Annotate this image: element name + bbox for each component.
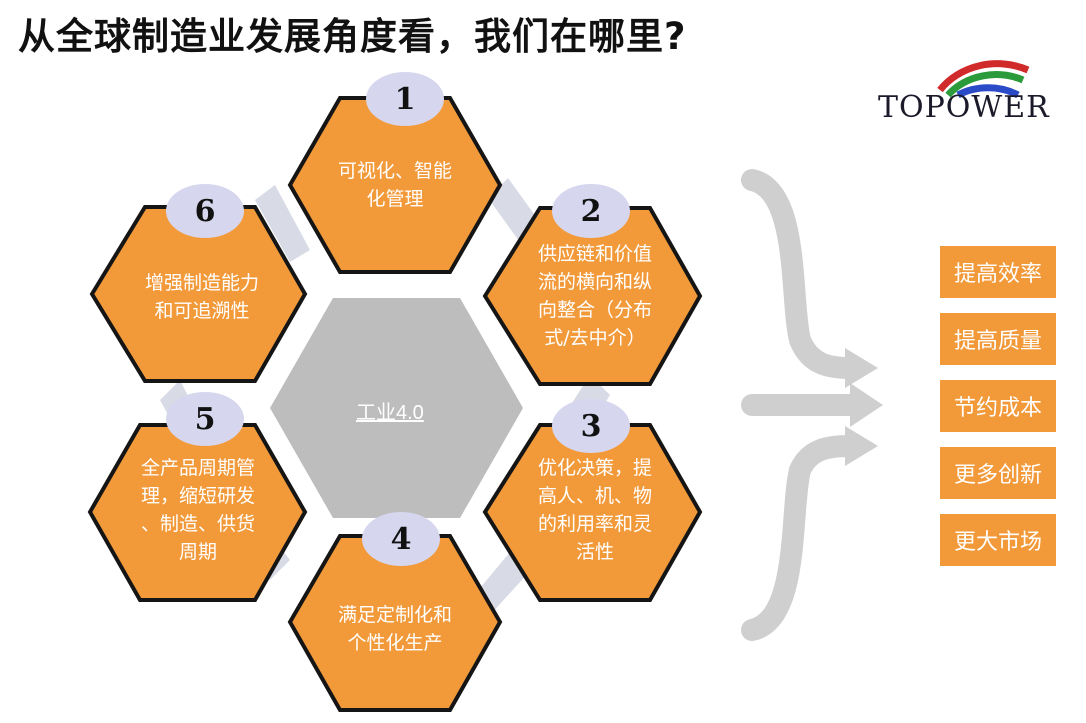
logo-text: TOPOWER [878, 90, 1050, 125]
hexagon-1 [287, 96, 503, 274]
upper-arrowhead [845, 348, 878, 388]
hexagon-4-text: 满足定制化和 个性化生产 [337, 604, 452, 654]
number-badge-4: 4 [362, 512, 440, 566]
connector-band [255, 185, 310, 262]
number-badge-3: 3 [552, 399, 630, 453]
hexagon-5-text: 全产品周期管 理，缩短研发 、制造、供货 周期 [140, 457, 255, 563]
hexagon-1-text: 可视化、智能 化管理 [337, 160, 452, 210]
page-title: 从全球制造业发展角度看，我们在哪里? [18, 15, 687, 58]
middle-arrowhead [850, 383, 883, 427]
number-badge-1: 1 [366, 72, 444, 126]
rainbow-icon [937, 60, 1030, 99]
converging-arrows [741, 169, 883, 641]
benefit-efficiency: 提高效率 [940, 246, 1056, 298]
hexagon-2-text: 供应链和价值 流的横向和纵 向整合（分布 式/去中介） [537, 243, 652, 349]
center-hexagon [270, 298, 523, 518]
hexagon-2 [482, 206, 703, 386]
benefit-quality: 提高质量 [940, 313, 1056, 365]
lower-arrowhead [845, 426, 878, 466]
benefit-innovation: 更多创新 [940, 447, 1056, 499]
hexagon-4 [287, 534, 503, 712]
upper-curved-arrow [741, 169, 861, 379]
lower-curved-arrow [741, 435, 861, 641]
hexagon-6 [89, 205, 308, 383]
hexagon-5 [87, 423, 308, 602]
topower-logo: TOPOWER [878, 40, 1058, 130]
number-badge-6: 6 [166, 184, 244, 238]
number-badge-5: 5 [166, 392, 244, 446]
hexagon-6-text: 增强制造能力 和可追溯性 [144, 272, 259, 322]
benefit-market: 更大市场 [940, 514, 1056, 566]
benefit-cost: 节约成本 [940, 380, 1056, 432]
hexagon-3-text: 优化决策，提 高人、机、物 的利用率和灵 活性 [537, 457, 652, 563]
number-badge-2: 2 [552, 184, 630, 238]
hexagon-3 [482, 423, 703, 602]
center-label: 工业4.0 [356, 402, 424, 424]
